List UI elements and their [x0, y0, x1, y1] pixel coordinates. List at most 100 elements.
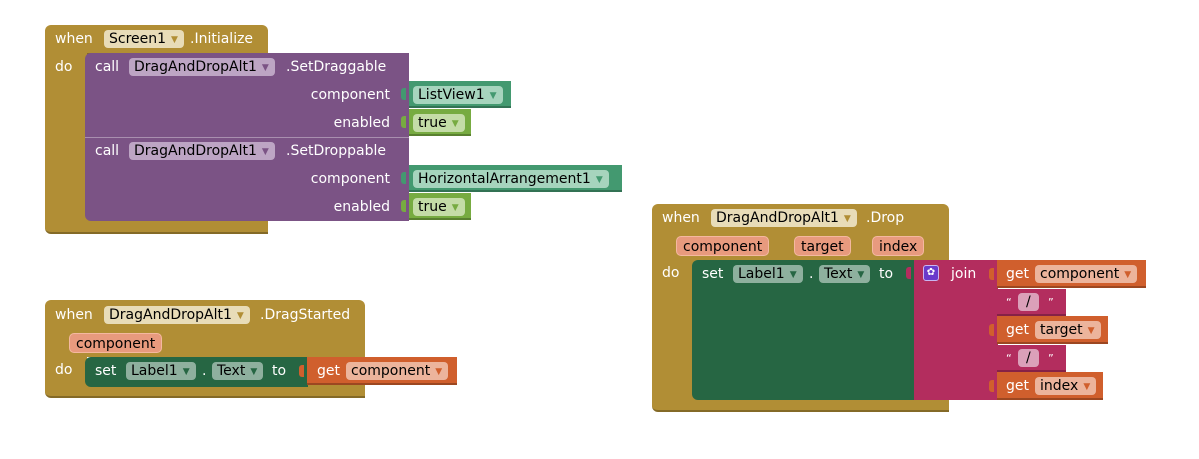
arg-label-component: component: [310, 171, 390, 187]
event-left-rail: [652, 260, 694, 402]
input-connector: [906, 267, 911, 279]
component-dropdown[interactable]: Screen1 ▼: [104, 30, 184, 48]
event-param-target[interactable]: target: [794, 236, 851, 256]
component-dropdown-value: Label1: [131, 363, 178, 379]
variable-name: component: [351, 363, 431, 379]
variable-name: target: [1040, 322, 1083, 338]
boolean-dropdown[interactable]: true▼: [413, 198, 465, 216]
component-dropdown[interactable]: Label1 ▼: [733, 265, 803, 283]
dropdown-arrow-icon: ▼: [435, 367, 443, 377]
dropdown-arrow-icon: ▼: [451, 119, 459, 129]
to-keyword: to: [272, 363, 287, 379]
event-footer: [45, 218, 268, 234]
component-value: ListView1: [418, 87, 485, 103]
component-dropdown[interactable]: DragAndDropAlt1 ▼: [129, 58, 275, 76]
when-keyword: when: [662, 210, 700, 226]
component-dropdown-value: Label1: [738, 266, 785, 282]
get-keyword: get: [317, 363, 340, 379]
dropdown-arrow-icon: ▼: [236, 311, 244, 321]
method-name: .SetDroppable: [286, 143, 386, 159]
variable-dropdown[interactable]: target▼: [1035, 321, 1101, 339]
dropdown-arrow-icon: ▼: [789, 270, 797, 280]
component-dropdown[interactable]: DragAndDropAlt1 ▼: [129, 142, 275, 160]
arg-label-component: component: [310, 87, 390, 103]
dropdown-arrow-icon: ▼: [1124, 270, 1132, 280]
variable-dropdown[interactable]: component ▼: [346, 362, 449, 380]
property-dropdown[interactable]: Text ▼: [212, 362, 264, 380]
open-quote: “: [1006, 296, 1012, 309]
gear-icon[interactable]: ✿: [923, 265, 939, 281]
property-value: Text: [824, 266, 853, 282]
event-param-component[interactable]: component: [69, 333, 163, 353]
do-keyword: do: [55, 59, 73, 75]
variable-dropdown[interactable]: index ▼: [1035, 377, 1097, 395]
dropdown-arrow-icon: ▼: [843, 214, 851, 224]
input-connector: [401, 172, 406, 184]
open-quote: “: [1006, 352, 1012, 365]
dropdown-arrow-icon: ▼: [261, 63, 269, 73]
get-keyword: get: [1006, 378, 1029, 394]
do-keyword: do: [55, 362, 73, 378]
input-connector: [299, 365, 304, 377]
dropdown-arrow-icon: ▼: [1083, 382, 1091, 392]
do-keyword: do: [662, 265, 680, 281]
property-dropdown[interactable]: Text▼: [819, 265, 871, 283]
boolean-value: true: [418, 115, 447, 131]
boolean-dropdown[interactable]: true ▼: [413, 114, 465, 132]
close-quote: ”: [1048, 352, 1054, 365]
set-keyword: set: [702, 266, 724, 282]
call-keyword: call: [95, 59, 120, 75]
component-dropdown[interactable]: DragAndDropAlt1▼: [711, 209, 857, 227]
arg-label-enabled: enabled: [333, 199, 390, 215]
dropdown-arrow-icon: ▼: [250, 367, 258, 377]
component-dropdown[interactable]: Label1 ▼: [126, 362, 196, 380]
component-value: HorizontalArrangement1: [418, 171, 591, 187]
set-block[interactable]: [85, 357, 308, 387]
close-quote: ”: [1048, 296, 1054, 309]
event-footer: [45, 385, 365, 398]
join-label: join: [951, 266, 977, 282]
method-name: .SetDraggable: [286, 59, 387, 75]
dot-separator: .: [809, 266, 814, 282]
text-value-field[interactable]: /: [1018, 293, 1039, 311]
event-name: .Drop: [866, 210, 905, 226]
dropdown-arrow-icon: ▼: [595, 175, 603, 185]
event-name: .Initialize: [190, 31, 254, 47]
dropdown-arrow-icon: ▼: [261, 147, 269, 157]
arg-label-enabled: enabled: [333, 115, 390, 131]
set-keyword: set: [95, 363, 117, 379]
event-footer: [652, 398, 949, 412]
call-keyword: call: [95, 143, 120, 159]
input-connector: [989, 268, 994, 280]
property-value: Text: [217, 363, 246, 379]
component-dropdown[interactable]: DragAndDropAlt1 ▼: [104, 306, 250, 324]
event-left-rail: [45, 50, 87, 220]
input-connector: [401, 200, 406, 212]
dropdown-arrow-icon: ▼: [182, 367, 190, 377]
variable-dropdown[interactable]: component ▼: [1035, 265, 1138, 283]
component-dropdown-value: DragAndDropAlt1: [134, 143, 257, 159]
set-block[interactable]: [692, 260, 915, 400]
event-param-index[interactable]: index: [872, 236, 925, 256]
when-keyword: when: [55, 307, 93, 323]
input-connector: [989, 324, 994, 336]
component-dropdown-value: DragAndDropAlt1: [134, 59, 257, 75]
get-keyword: get: [1006, 322, 1029, 338]
component-dropdown-value: DragAndDropAlt1: [109, 307, 232, 323]
input-connector: [989, 380, 994, 392]
to-keyword: to: [879, 266, 894, 282]
dropdown-arrow-icon: ▼: [171, 35, 178, 45]
text-value-field[interactable]: /: [1018, 349, 1039, 367]
component-value-dropdown[interactable]: HorizontalArrangement1 ▼: [413, 170, 609, 188]
variable-name: component: [1040, 266, 1120, 282]
component-value-dropdown[interactable]: ListView1▼: [413, 86, 503, 104]
dot-separator: .: [202, 363, 207, 379]
component-dropdown-value: Screen1: [109, 31, 167, 47]
input-connector: [401, 88, 406, 100]
when-keyword: when: [55, 31, 93, 47]
join-block[interactable]: [914, 260, 998, 400]
input-connector: [989, 352, 994, 364]
input-connector: [989, 296, 994, 308]
event-param-component[interactable]: component: [676, 236, 770, 256]
variable-name: index: [1040, 378, 1079, 394]
